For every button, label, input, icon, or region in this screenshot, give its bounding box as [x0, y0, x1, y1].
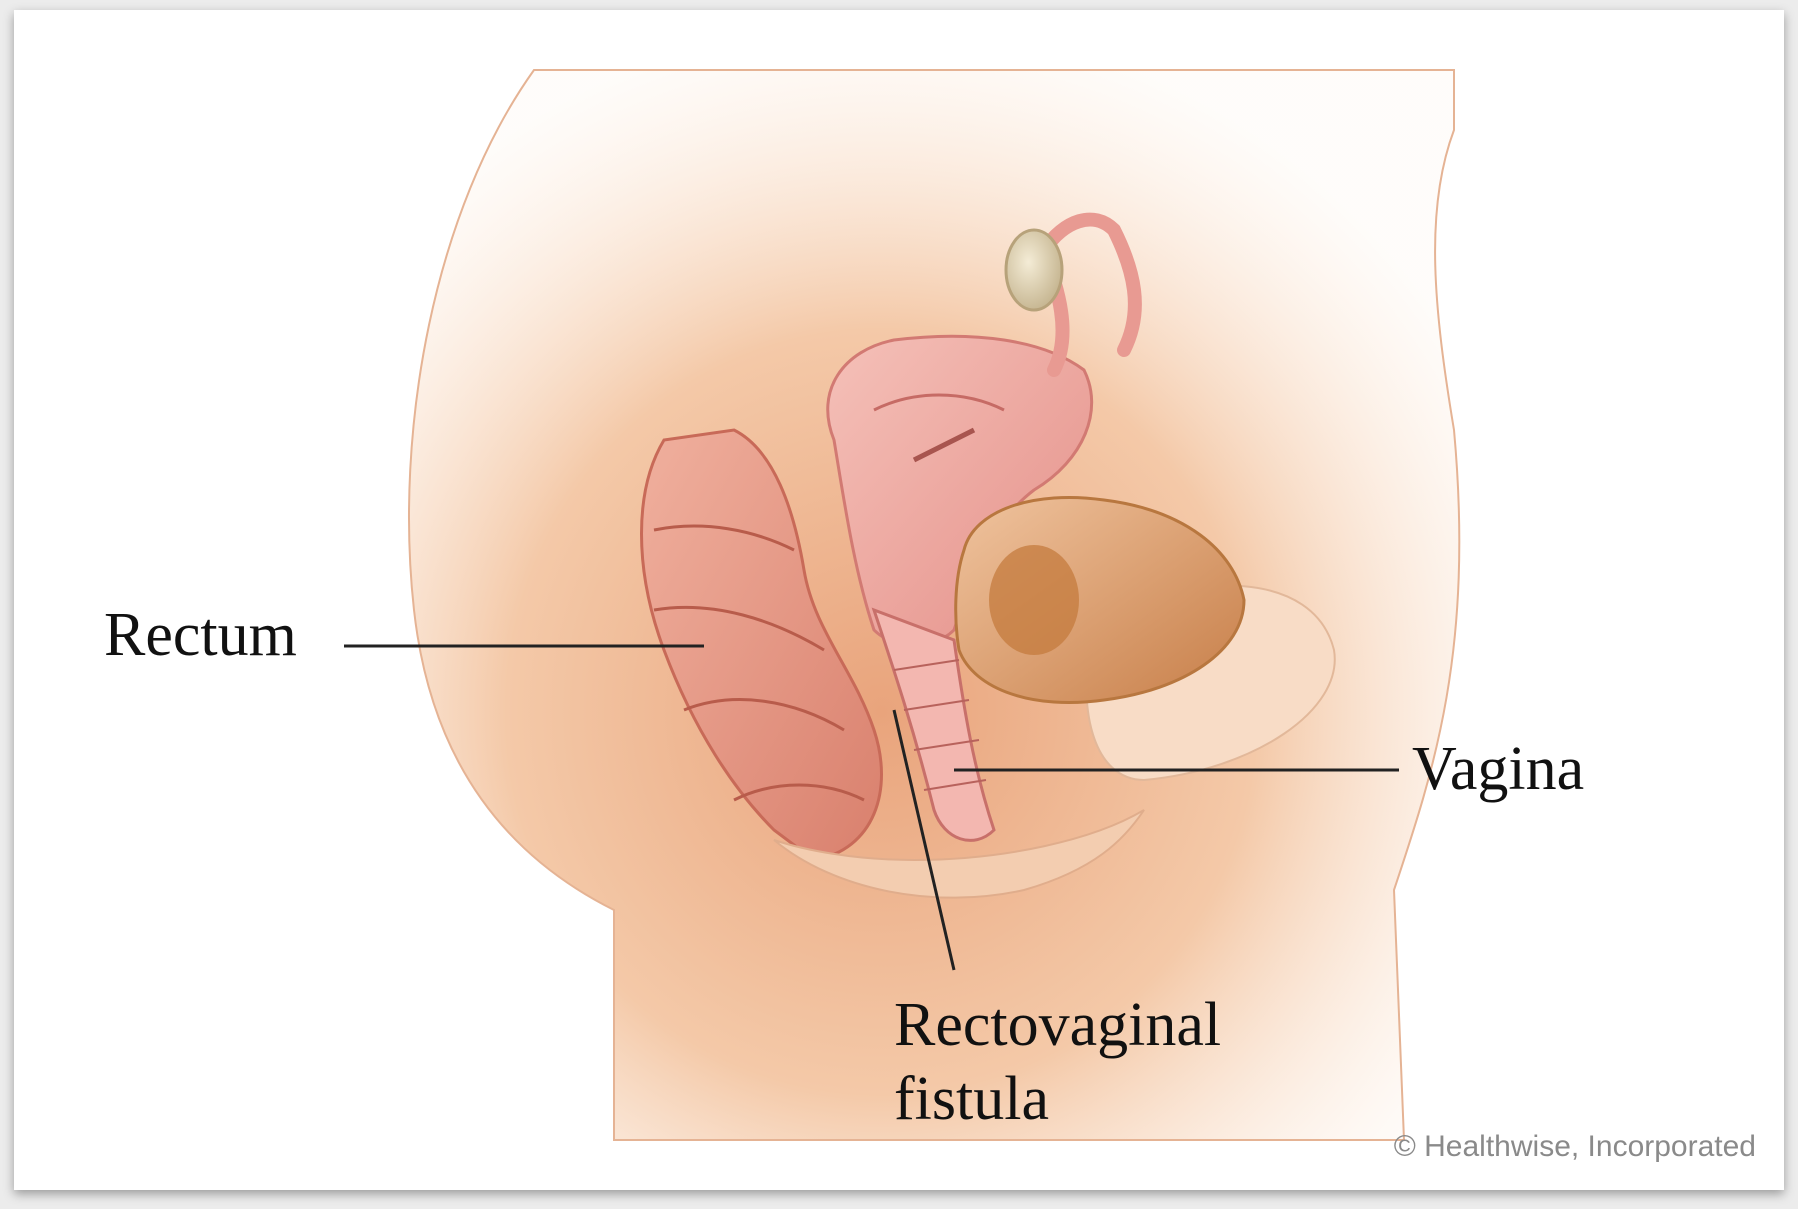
label-fistula-line1: Rectovaginal: [894, 988, 1314, 1062]
label-rectovaginal-fistula: Rectovaginal fistula: [894, 988, 1314, 1136]
label-fistula-line2: fistula: [894, 1062, 1314, 1136]
copyright-notice: © Healthwise, Incorporated: [1394, 1130, 1756, 1164]
illustration-card: Rectum Vagina Rectovaginal fistula © Hea…: [14, 10, 1784, 1190]
label-vagina: Vagina: [1412, 736, 1584, 802]
label-rectum: Rectum: [104, 602, 297, 668]
